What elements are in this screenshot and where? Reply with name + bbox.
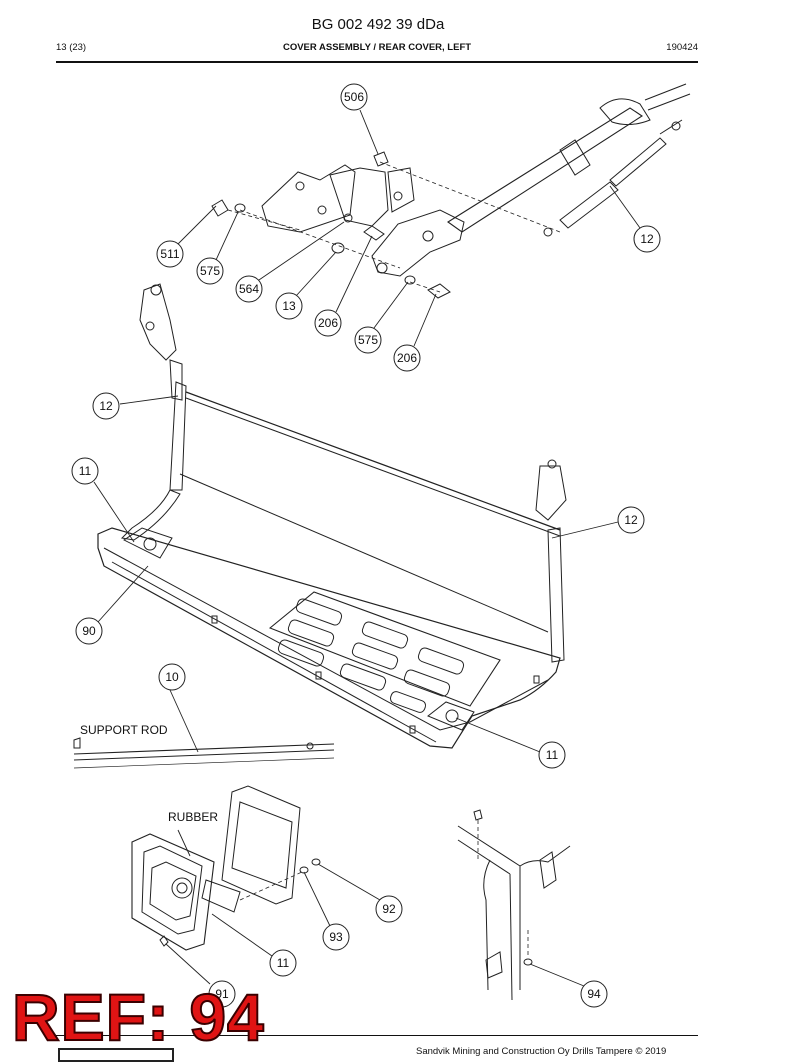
footer-copyright: Sandvik Mining and Construction Oy Drill… [416,1046,667,1057]
svg-text:506: 506 [344,90,364,104]
svg-text:94: 94 [587,987,601,1001]
svg-text:10: 10 [165,670,179,684]
svg-text:206: 206 [318,316,338,330]
footer-divider [56,1035,698,1036]
svg-text:11: 11 [79,464,92,478]
callout-91: 91 [208,980,236,1008]
rear-cover-body [97,283,567,749]
callout-564: 564 [235,275,263,303]
callout-511: 511 [156,240,184,268]
callout-12-b: 12 [92,392,120,420]
support-rod-label: SUPPORT ROD [80,723,168,737]
upper-hinge-assembly [211,83,691,299]
revision-date: 190424 [666,42,698,53]
svg-text:91: 91 [215,987,229,1001]
callout-90: 90 [75,617,103,645]
svg-text:90: 90 [82,624,96,638]
rubber-label: RUBBER [168,810,218,824]
svg-text:12: 12 [640,232,654,246]
corner-detail [457,809,571,1001]
svg-text:93: 93 [329,930,343,944]
callout-206-a: 206 [314,309,342,337]
callout-12-a: 12 [633,225,661,253]
reference-watermark: REF: 94 [11,980,265,1054]
svg-text:511: 511 [160,247,179,261]
header-row: 13 (23) COVER ASSEMBLY / REAR COVER, LEF… [56,42,698,56]
section-title: COVER ASSEMBLY / REAR COVER, LEFT [282,42,472,53]
callout-10: 10 [158,663,186,691]
svg-text:11: 11 [546,748,559,762]
leader-lines [93,109,641,987]
callout-92: 92 [375,895,403,923]
svg-text:575: 575 [200,264,220,278]
svg-text:92: 92 [382,902,396,916]
latch-detail [131,785,321,951]
svg-text:11: 11 [277,956,290,970]
callout-11-a: 11 [71,457,99,485]
callout-506: 506 [340,83,368,111]
callout-11-b: 11 [538,741,566,769]
callout-575-b: 575 [354,326,382,354]
svg-text:575: 575 [358,333,378,347]
svg-text:12: 12 [624,513,638,527]
callout-13: 13 [275,292,303,320]
page-number: 13 (23) [56,42,87,53]
callout-12-c: 12 [617,506,645,534]
callout-206-b: 206 [393,344,421,372]
svg-text:564: 564 [239,282,259,296]
header-divider [56,61,698,63]
callout-93: 93 [322,923,350,951]
document-number: BG 002 492 39 dDa [311,16,445,33]
callout-11-c: 11 [269,949,297,977]
svg-text:206: 206 [397,351,417,365]
svg-text:13: 13 [282,299,296,313]
svg-text:12: 12 [99,399,113,413]
callout-575-a: 575 [196,257,224,285]
callout-94: 94 [580,980,608,1008]
support-rod [73,737,335,769]
